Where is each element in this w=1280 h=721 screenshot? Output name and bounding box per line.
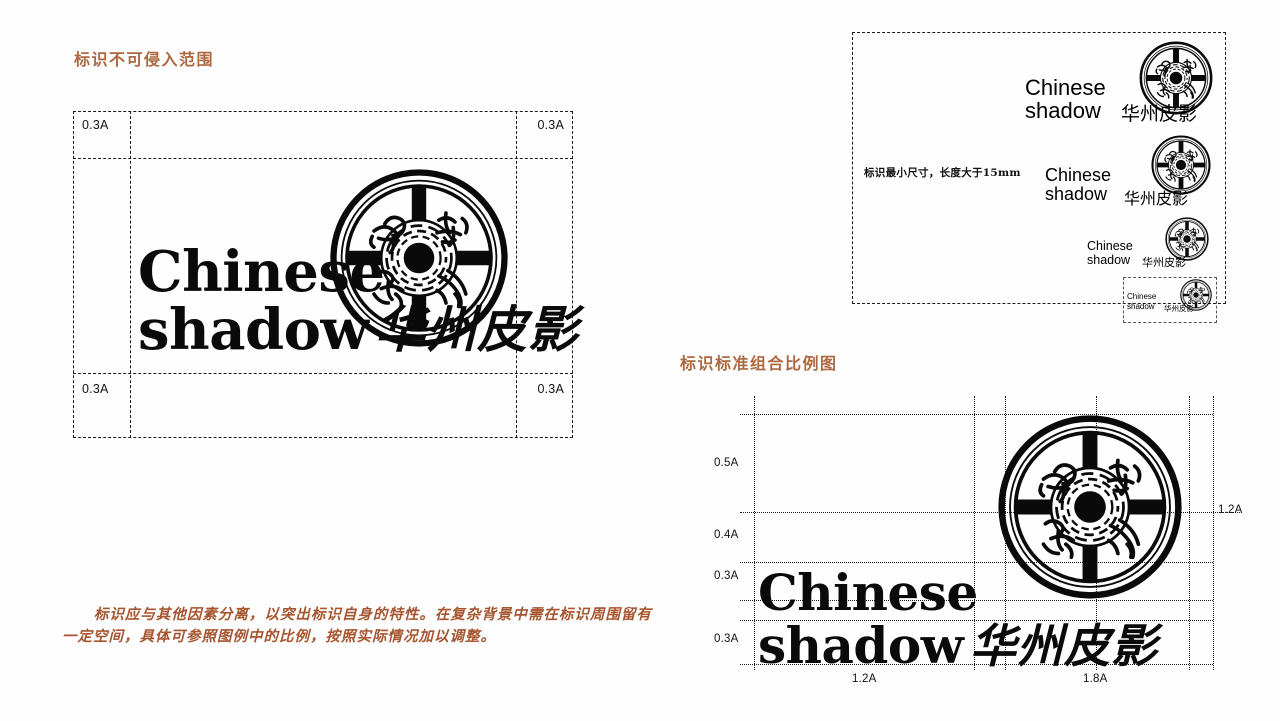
clearspace-label-top-left: 0.3A [82, 118, 109, 132]
proportion-label-bottom-2: 1.8A [1083, 673, 1108, 685]
minimum-size-note: 标识最小尺寸，长度大于15mm [864, 167, 1021, 179]
proportion-label-bottom-1: 1.2A [852, 673, 877, 685]
wordmark-line1: Chinese [758, 563, 978, 622]
proportion-hline-cap [740, 562, 1213, 563]
proportion-label-left-1: 0.5A [714, 457, 739, 469]
proportion-hline-mid [740, 512, 1240, 513]
section-title-clearspace: 标识不可侵入范围 [74, 52, 215, 69]
wordmark-line1: Chinese [1025, 75, 1106, 100]
clearspace-gridline-bottom [73, 373, 573, 374]
proportion-vline-5 [1189, 396, 1190, 670]
logo-lockup-size-2: Chinese shadow 华州皮影 [1045, 135, 1215, 215]
wordmark-line1: Chinese [1087, 239, 1133, 253]
clearspace-label-bottom-left: 0.3A [82, 382, 109, 396]
clearspace-label-bottom-right: 0.3A [537, 382, 564, 396]
proportion-vline-6 [1213, 396, 1214, 670]
proportion-hline-base2 [740, 664, 1213, 665]
wordmark-line1: Chinese [1045, 165, 1112, 185]
proportion-label-left-3: 0.3A [714, 570, 739, 582]
section-title-proportion: 标识标准组合比例图 [680, 356, 838, 373]
proportion-hline-base1 [740, 600, 1213, 601]
proportion-label-left-2: 0.4A [714, 529, 739, 541]
wordmark-chinese: 华州皮影 [1142, 257, 1186, 269]
logo-lockup-primary: Chinese shadow 华州皮影 [130, 158, 578, 373]
wordmark-chinese: 华州皮影 [1121, 104, 1198, 125]
circular-seal-emblem-icon [997, 414, 1183, 600]
proportion-hline-x2 [740, 620, 1213, 621]
wordmark-chinese: 华州皮影 [375, 300, 579, 359]
wordmark-line2: shadow [1045, 184, 1108, 204]
wordmark-chinese: 华州皮影 [1164, 304, 1194, 313]
clearspace-diagram: 0.3A 0.3A 0.3A 0.3A Chinese shadow 华州皮影 [73, 111, 578, 438]
proportion-diagram: 0.5A 0.4A 0.3A 0.3A 1.2A 1.2A 1.8A Chine… [700, 392, 1260, 692]
wordmark-line1: Chinese [138, 239, 385, 305]
logo-lockup-size-1: Chinese shadow 华州皮影 [1025, 41, 1215, 133]
clearspace-label-top-right: 0.3A [537, 118, 564, 132]
clearspace-description-paragraph: 标识应与其他因素分离，以突出标识自身的特性。在复杂背景中需在标识周围留有一定空间… [62, 606, 652, 646]
clearspace-gridline-left [130, 111, 131, 438]
proportion-hline-top [740, 414, 1213, 415]
proportion-label-right-1: 1.2A [1218, 504, 1243, 516]
clearspace-gridline-top [73, 158, 573, 159]
clearspace-outer-boundary [73, 111, 573, 438]
wordmark-line2: shadow [1025, 98, 1101, 123]
proportion-vline-1 [754, 396, 755, 670]
wordmark-line1: Chinese [1127, 292, 1157, 301]
logo-lockup-size-4-minimum: Chinese shadow 华州皮影 [1123, 277, 1217, 323]
wordmark-line2: shadow [1127, 302, 1155, 311]
proportion-vline-2 [974, 396, 975, 670]
clearspace-gridline-right [516, 111, 517, 438]
wordmark-chinese: 华州皮影 [1124, 191, 1189, 208]
wordmark-line2: shadow [138, 297, 369, 363]
wordmark-line2: shadow [758, 616, 964, 675]
logo-lockup-proportion: Chinese shadow 华州皮影 [754, 414, 1214, 671]
wordmark-chinese: 华州皮影 [970, 619, 1158, 673]
proportion-label-left-4: 0.3A [714, 633, 739, 645]
wordmark-line2: shadow [1087, 253, 1131, 267]
logo-lockup-size-3: Chinese shadow 华州皮影 [1087, 217, 1215, 275]
minimum-size-diagram: Chinese shadow 华州皮影 Chinese shadow 华州皮影 … [852, 32, 1226, 323]
